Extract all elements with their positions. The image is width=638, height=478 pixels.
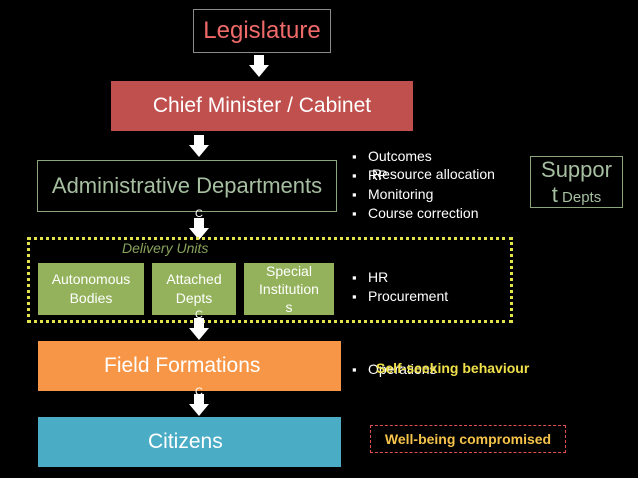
- support-depts-line2: t: [551, 182, 558, 207]
- legislature-box: Legislature: [193, 9, 331, 53]
- self-seeking-label: Self-seeking behaviour: [376, 360, 530, 376]
- citizens-box: Citizens: [38, 417, 341, 467]
- chief-minister-label: Chief Minister / Cabinet: [152, 94, 372, 117]
- field-formations-box: Field Formations: [38, 341, 341, 391]
- down-arrow-icon: [189, 318, 209, 340]
- down-arrow-icon: [189, 135, 209, 157]
- support-depts-box: Suppor t Depts: [530, 156, 623, 208]
- delivery-units-zone: [27, 237, 513, 323]
- legislature-label: Legislature: [203, 17, 321, 44]
- list-item: HR: [352, 268, 448, 287]
- attached-depts-box: Attached Depts: [152, 263, 236, 315]
- resource-allocation-text: Resource allocation: [372, 166, 495, 182]
- list-item: Outcomes: [352, 147, 479, 166]
- delivery-units-label: Delivery Units: [122, 240, 209, 256]
- field-bullet-list: Operations: [352, 360, 436, 379]
- connector-label: C: [195, 309, 203, 321]
- list-item: RP: [352, 166, 479, 185]
- delivery-bullet-list: HR Procurement: [352, 268, 448, 306]
- down-arrow-icon: [189, 218, 209, 240]
- citizens-label: Citizens: [148, 430, 223, 453]
- down-arrow-icon: [249, 55, 269, 77]
- attached-depts-line1: Attached: [166, 271, 222, 288]
- attached-depts-line2: Depts: [175, 290, 213, 306]
- support-depts-line2-small: Depts: [557, 189, 602, 206]
- connector-label: C: [195, 208, 203, 220]
- autonomous-bodies-box: Autonomous Bodies: [38, 263, 144, 315]
- admin-bullet-list: Outcomes RP Monitoring Course correction: [352, 147, 479, 223]
- list-item: Monitoring: [352, 185, 479, 204]
- list-item: Procurement: [352, 287, 448, 306]
- special-institutions-line2: Institution: [259, 280, 319, 297]
- special-institutions-line3: s: [285, 299, 293, 316]
- wellbeing-label: Well-being compromised: [384, 431, 552, 447]
- autonomous-bodies-line2: Bodies: [69, 290, 113, 306]
- chief-minister-box: Chief Minister / Cabinet: [111, 81, 413, 131]
- wellbeing-compromised-note: Well-being compromised: [370, 425, 566, 453]
- support-depts-line1: Suppor: [541, 156, 612, 182]
- administrative-departments-label: Administrative Departments: [51, 173, 323, 198]
- connector-label: C: [195, 386, 203, 398]
- autonomous-bodies-line1: Autonomous: [51, 271, 131, 288]
- administrative-departments-box: Administrative Departments: [37, 160, 337, 212]
- down-arrow-icon: [189, 394, 209, 416]
- list-item: Course correction: [352, 204, 479, 223]
- special-institutions-box: Special Institution s: [244, 263, 334, 315]
- self-seeking-text: Self-seeking behaviour: [376, 360, 529, 376]
- list-item: Operations: [352, 360, 436, 379]
- field-formations-label: Field Formations: [104, 354, 261, 377]
- special-institutions-line1: Special: [266, 262, 312, 279]
